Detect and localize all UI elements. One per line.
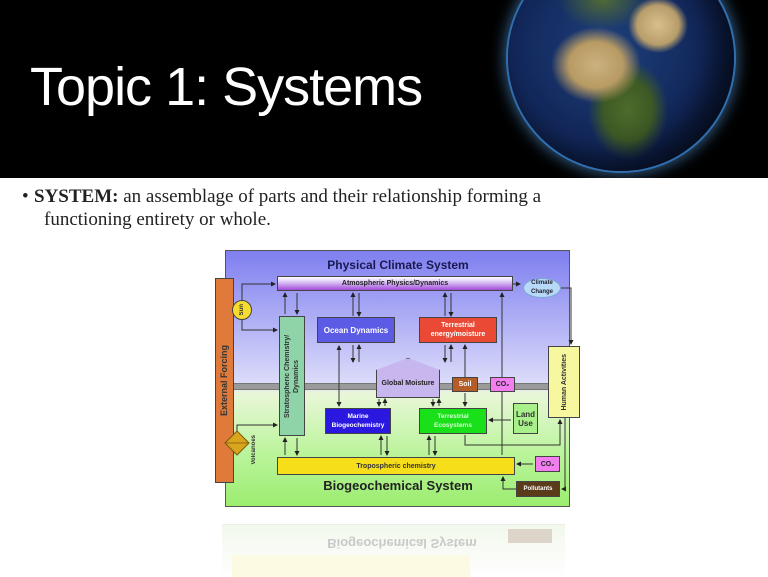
title-banner: Topic 1: Systems <box>0 0 768 178</box>
atmospheric-physics-box: Atmospheric Physics/Dynamics <box>277 276 513 291</box>
external-forcing-label: External Forcing <box>219 344 229 416</box>
diagram-reflection: Biogeochemical System <box>222 524 565 577</box>
volcano-icon <box>224 430 250 456</box>
external-forcing-box: External Forcing <box>215 278 234 483</box>
soil-box: Soil <box>452 377 478 392</box>
terrestrial-energy-box: Terrestrial energy/moisture <box>419 317 497 343</box>
marine-biogeochemistry-box: Marine Biogeochemistry <box>325 408 391 434</box>
pollutants-box: Pollutants <box>516 481 560 497</box>
slide-title: Topic 1: Systems <box>30 57 423 117</box>
co2-box-bottom: CO₂ <box>535 456 560 472</box>
terrestrial-ecosystems-box: Terrestrial Ecosystems <box>419 408 487 434</box>
climate-change-cloud: Climate Change <box>523 278 561 298</box>
volcanoes-label: Volcanoes <box>248 430 260 470</box>
bullet-dot: • <box>22 186 29 207</box>
sun-label: Sun <box>238 304 245 316</box>
connector-arrows <box>236 281 574 492</box>
biogeochemical-system-label: Biogeochemical System <box>323 478 473 493</box>
human-activities-box: Human Activities <box>548 346 580 418</box>
reflection-tropospheric-box <box>232 555 470 577</box>
global-moisture-label: Global Moisture <box>381 379 435 387</box>
sun-node: Sun <box>232 300 252 320</box>
physical-climate-system-label: Physical Climate System <box>327 258 469 272</box>
reflection-pollutants-box <box>508 529 552 543</box>
ocean-dynamics-box: Ocean Dynamics <box>317 317 395 343</box>
stratospheric-chemistry-box: Stratospheric Chemistry/ Dynamics <box>279 316 305 436</box>
stratospheric-label: Stratospheric Chemistry/ Dynamics <box>284 334 300 418</box>
tropospheric-chemistry-box: Tropospheric chemistry <box>277 457 515 475</box>
earth-globe-image <box>508 0 734 171</box>
bullet-continuation: functioning entirety or whole. <box>44 209 271 230</box>
land-use-box: Land Use <box>513 403 538 434</box>
earth-system-diagram: Physical Climate System Biogeochemical S… <box>213 250 580 507</box>
definition-bullet: •SYSTEM: an assemblage of parts and thei… <box>22 185 722 231</box>
reflection-label: Biogeochemical System <box>327 536 477 551</box>
volcanoes-text: Volcanoes <box>251 435 257 465</box>
bullet-term: SYSTEM: <box>34 186 119 207</box>
human-activities-label: Human Activities <box>560 353 568 411</box>
bullet-text: an assemblage of parts and their relatio… <box>118 186 542 207</box>
co2-box-top: CO₂ <box>490 377 515 392</box>
